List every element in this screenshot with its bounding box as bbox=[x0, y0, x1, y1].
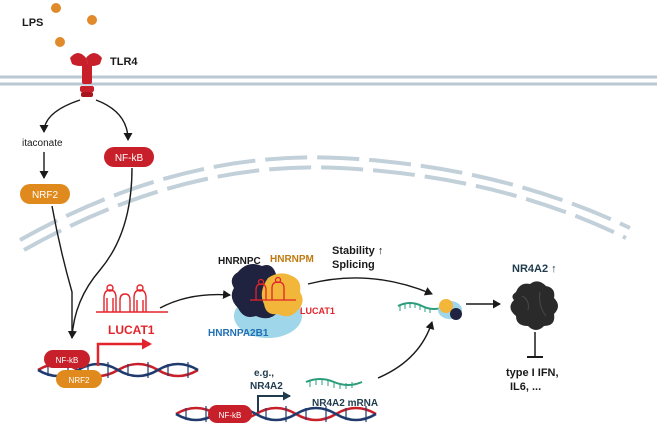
lps-molecules bbox=[51, 3, 97, 47]
lucat1-gene-label: LUCAT1 bbox=[108, 323, 155, 337]
arrow-mrna-to-complex bbox=[377, 321, 435, 379]
lps-label: LPS bbox=[22, 17, 43, 29]
itaconate-label: itaconate bbox=[22, 138, 63, 149]
splicing-label: Splicing bbox=[332, 259, 375, 271]
stability-label: Stability ↑ bbox=[332, 245, 383, 257]
nfkb-pill: NF-kB bbox=[104, 147, 154, 167]
hnrnp-complex bbox=[231, 264, 303, 338]
dna-nfkb-factor-2: NF-kB bbox=[208, 405, 252, 423]
dna-nfkb-label: NF-kB bbox=[56, 356, 79, 365]
dna-nfkb-factor: NF-kB bbox=[44, 350, 90, 368]
nr4a2-transcription-arrow bbox=[257, 391, 291, 412]
lucat1-complex-label: LUCAT1 bbox=[300, 306, 335, 316]
nr4a2-mrna-label: NR4A2 mRNA bbox=[312, 398, 378, 409]
nr4a2-gene-label: NR4A2 bbox=[250, 381, 283, 392]
lucat1-in-complex bbox=[250, 276, 296, 301]
nfkb-pill-label: NF-kB bbox=[115, 153, 144, 164]
nr4a2-up-label: NR4A2 ↑ bbox=[512, 263, 557, 275]
dna-nrf2-label: NRF2 bbox=[69, 376, 90, 385]
dna-nfkb-2-label: NF-kB bbox=[219, 411, 242, 420]
lps-dot bbox=[87, 15, 97, 25]
outcome-line-2: IL6, ... bbox=[510, 381, 541, 393]
arrow-nrf2-to-dna bbox=[51, 205, 73, 338]
tlr4-receptor bbox=[70, 53, 102, 97]
lps-dot bbox=[55, 37, 65, 47]
arrow-nfkb-to-dna bbox=[67, 167, 133, 339]
nrf2-pill: NRF2 bbox=[20, 184, 70, 204]
hnrnpm-protein bbox=[261, 273, 303, 317]
hnrnpm-label: HNRNPM bbox=[270, 254, 314, 265]
arrow-tlr4-to-itaconate bbox=[39, 99, 81, 133]
hnrnpc-label: HNRNPC bbox=[218, 256, 261, 267]
outcome-line-1: type I IFN, bbox=[506, 367, 559, 379]
nrf2-pill-label: NRF2 bbox=[32, 190, 59, 201]
nr4a2-mrna-bound bbox=[397, 299, 462, 320]
hnrnpa2b1-label: HNRNPA2B1 bbox=[208, 328, 269, 339]
eg-label: e.g., bbox=[254, 368, 274, 379]
plasma-membrane bbox=[0, 75, 657, 86]
dna-nrf2-factor: NRF2 bbox=[56, 370, 102, 388]
nuclear-membrane bbox=[19, 155, 631, 252]
arrow-tlr4-to-nfkb bbox=[95, 99, 133, 141]
lucat1-rna bbox=[96, 284, 168, 313]
arrow-complex-to-mrna bbox=[307, 277, 433, 296]
lps-dot bbox=[51, 3, 61, 13]
arrow-lucat1-to-complex bbox=[159, 289, 231, 309]
lucat1-transcription-arrow bbox=[96, 338, 152, 366]
nr4a2-mrna-free bbox=[305, 378, 363, 389]
tlr4-label: TLR4 bbox=[110, 56, 138, 68]
nr4a2-protein bbox=[510, 281, 558, 330]
